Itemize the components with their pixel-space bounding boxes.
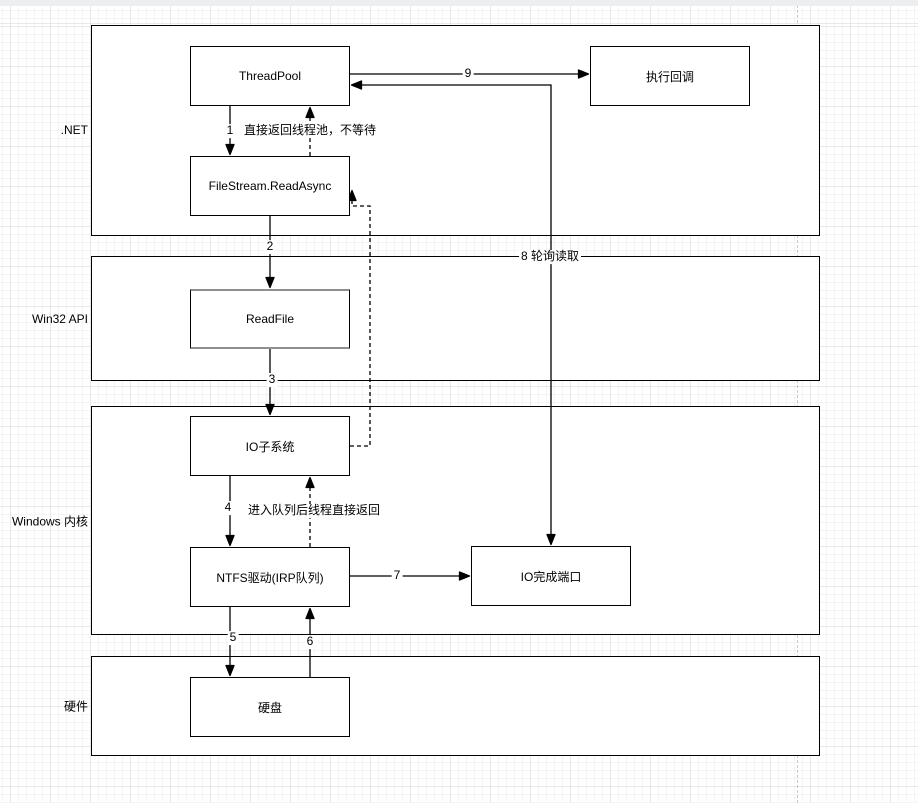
edge-label-7[interactable]: 7: [391, 568, 403, 583]
edge-label-3[interactable]: 3: [266, 372, 278, 387]
shape-ntfs-driver-label: NTFS驱动(IRP队列): [216, 570, 324, 585]
edge-label-5[interactable]: 5: [227, 630, 239, 645]
shape-io-subsystem[interactable]: IO子系统: [190, 416, 350, 476]
edge-return-iosubsystem-to-filestream[interactable]: [347, 189, 371, 447]
edge-8-threadpool-iocp-polling[interactable]: [350, 80, 556, 546]
shape-io-subsystem-label: IO子系统: [245, 439, 295, 454]
shape-filestream-readasync[interactable]: FileStream.ReadAsync: [190, 156, 350, 216]
edge-label-2[interactable]: 2: [264, 239, 276, 254]
toolbar-bottom-edge: [0, 0, 918, 6]
edge-label-enqueue-return[interactable]: 进入队列后线程直接返回: [245, 503, 383, 518]
shape-execute-callback[interactable]: 执行回调: [590, 46, 750, 106]
lane-label-dotnet[interactable]: .NET: [60, 123, 88, 137]
page-boundary-line: [797, 0, 798, 803]
shape-hard-disk[interactable]: 硬盘: [190, 677, 350, 737]
edge-label-4[interactable]: 4: [222, 500, 234, 515]
edge-label-return-to-threadpool[interactable]: 直接返回线程池，不等待: [241, 123, 379, 138]
shape-execute-callback-label: 执行回调: [645, 69, 694, 84]
edge-label-6[interactable]: 6: [304, 634, 316, 649]
edge-label-9[interactable]: 9: [462, 66, 474, 81]
shape-readfile[interactable]: ReadFile: [190, 289, 350, 349]
shape-ntfs-driver-irp-queue[interactable]: NTFS驱动(IRP队列): [190, 547, 350, 607]
edge-label-8-polling-read[interactable]: 8 轮询读取: [518, 249, 582, 264]
shape-threadpool-label: ThreadPool: [238, 69, 302, 83]
lane-label-win32-api[interactable]: Win32 API: [31, 312, 88, 326]
shape-io-completion-port[interactable]: IO完成端口: [471, 546, 631, 606]
shape-readfile-label: ReadFile: [245, 312, 295, 326]
shape-filestream-readasync-label: FileStream.ReadAsync: [208, 179, 332, 193]
shape-io-completion-port-label: IO完成端口: [520, 569, 582, 584]
edge-label-1[interactable]: 1: [224, 123, 236, 138]
lane-label-hardware[interactable]: 硬件: [63, 699, 88, 714]
lane-label-windows-kernel[interactable]: Windows 内核: [11, 514, 88, 529]
shape-threadpool[interactable]: ThreadPool: [190, 46, 350, 106]
shape-hard-disk-label: 硬盘: [257, 700, 282, 715]
